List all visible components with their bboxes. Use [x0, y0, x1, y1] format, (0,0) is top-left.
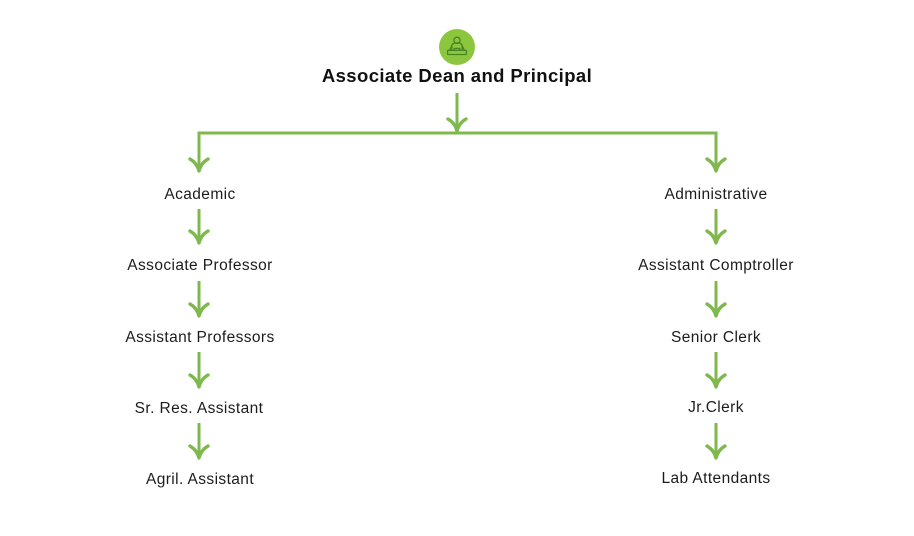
node-assistant-professors: Assistant Professors: [125, 329, 275, 346]
icon-person-lines: [446, 36, 468, 56]
node-academic: Academic: [164, 186, 236, 203]
node-jr-clerk: Jr.Clerk: [688, 399, 744, 416]
node-senior-clerk: Senior Clerk: [670, 329, 762, 346]
node-agril-assistant: Agril. Assistant: [145, 471, 255, 488]
node-associate-professor: Associate Professor: [127, 257, 273, 274]
node-administrative: Administrative: [664, 186, 768, 203]
person-at-desk-icon: [439, 29, 475, 65]
icon-circle: [439, 29, 475, 65]
arrowhead-icon: [188, 117, 727, 460]
node-lab-attendants: Lab Attendants: [661, 470, 771, 487]
node-sr-res-assistant: Sr. Res. Assistant: [134, 400, 264, 417]
node-assistant-comptroller: Assistant Comptroller: [638, 257, 794, 274]
connector-group: [188, 93, 727, 460]
root-node-label: Associate Dean and Principal: [321, 65, 593, 86]
